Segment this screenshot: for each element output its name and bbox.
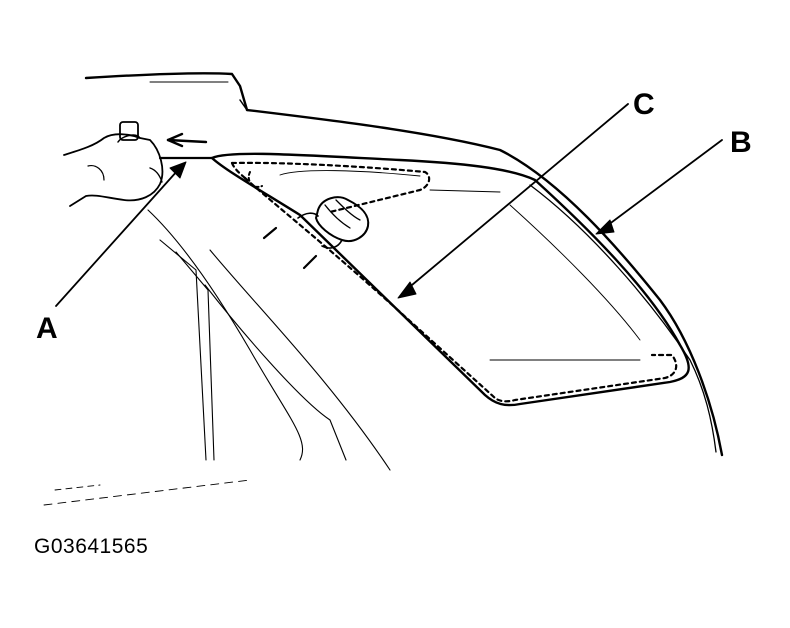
hand-with-tool bbox=[63, 121, 214, 207]
callout-label-b: B bbox=[730, 126, 752, 159]
callout-label-c: C bbox=[633, 88, 655, 121]
vehicle-body-outline bbox=[84, 72, 724, 457]
leader-line-c bbox=[397, 103, 629, 299]
cutting-wire-handle bbox=[262, 196, 370, 270]
callout-label-a: A bbox=[36, 312, 58, 345]
quarter-glass bbox=[210, 152, 690, 407]
figure-id: G03641565 bbox=[34, 535, 149, 558]
adhesive-bead-dashed bbox=[230, 161, 678, 403]
door-frame-lines bbox=[43, 209, 391, 506]
leader-line-a bbox=[55, 161, 187, 307]
leader-line-b bbox=[595, 139, 723, 235]
